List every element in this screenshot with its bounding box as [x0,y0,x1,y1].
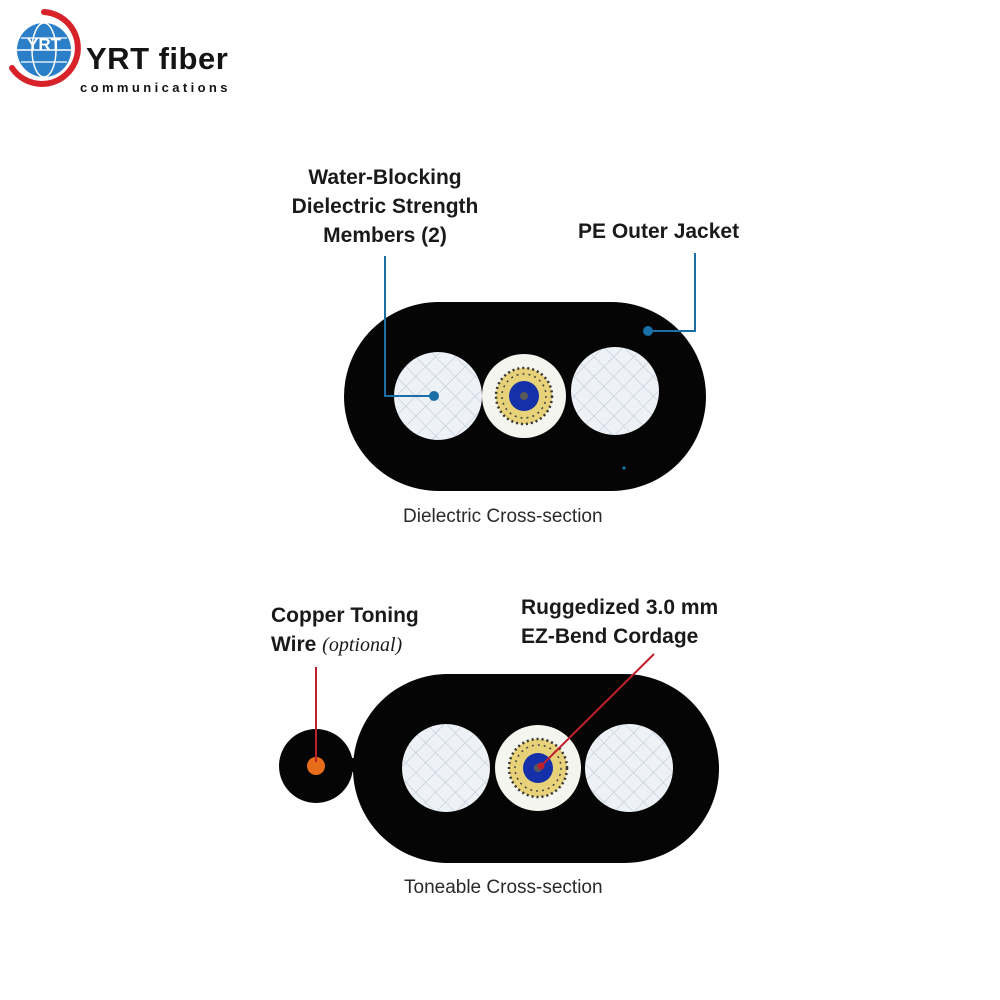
leader-outer-jacket [648,253,696,332]
label-toning-wire-optional: (optional) [322,634,403,656]
caption-dielectric: Dielectric Cross-section [403,506,603,527]
company-logo: YRT YRT fiber communications [4,8,254,94]
label-outer-jacket: PE Outer Jacket [578,220,740,243]
leader-strength-members [384,256,434,397]
label-strength-members-line1: Water-Blocking [308,166,462,189]
jacket-marker-dot [622,466,626,470]
fiber-cordage [482,354,566,438]
label-cordage: Ruggedized 3.0 mm EZ-Bend Cordage [521,593,718,651]
label-strength-members-line3: Members (2) [323,224,447,247]
label-toning-wire: Copper Toning Wire (optional) [271,601,419,660]
leader-cordage [540,653,655,767]
dielectric-leaders [384,253,696,401]
globe-logo-icon: YRT [9,9,81,87]
logo-mark-text: YRT [27,35,62,54]
strength-member-right [571,347,659,435]
toneable-strength-member-right [585,724,673,812]
toneable-leaders [315,653,655,770]
toneable-cable [279,674,719,863]
label-cordage-line1: Ruggedized 3.0 mm [521,596,719,619]
dielectric-cable [344,302,706,491]
toning-wire-core [307,757,325,775]
logo-tagline: communications [80,80,231,95]
toneable-strength-member-left [402,724,490,812]
label-toning-wire-line2: Wire [271,633,317,656]
label-strength-members: Water-Blocking Dielectric Strength Membe… [270,163,500,250]
logo-name: YRT fiber [86,41,229,76]
caption-toneable: Toneable Cross-section [404,877,603,898]
label-strength-members-line2: Dielectric Strength [291,195,479,218]
label-toning-wire-line1: Copper Toning [271,604,419,627]
label-cordage-line2: EZ-Bend Cordage [521,625,699,648]
